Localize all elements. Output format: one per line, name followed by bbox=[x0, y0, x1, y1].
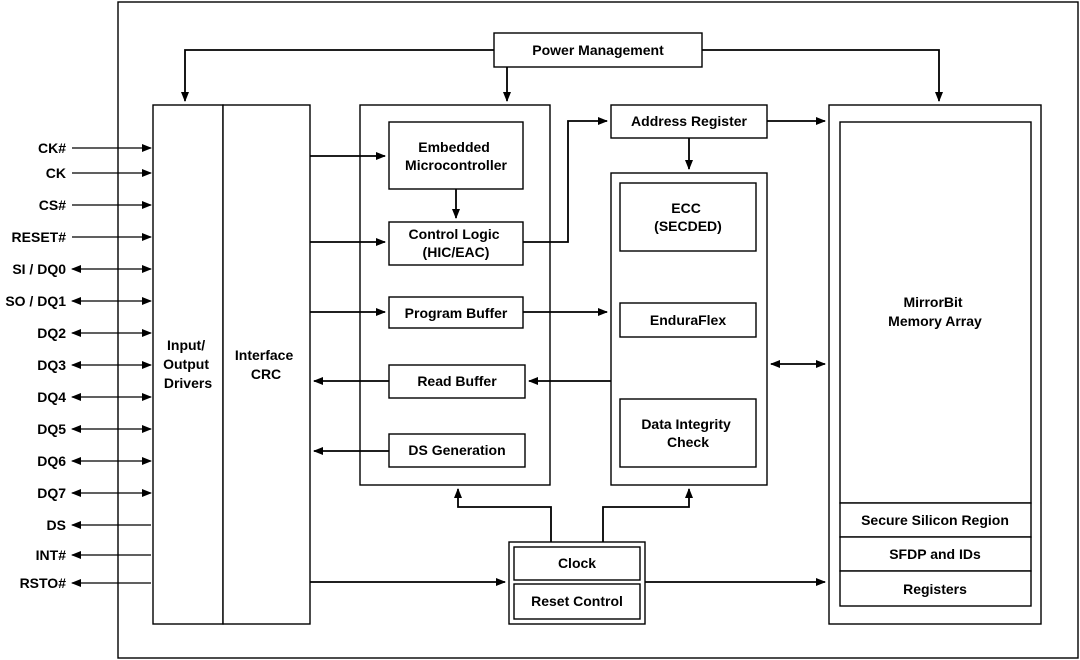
svg-text:MirrorBit Memory Array: MirrorBit Memory Array bbox=[888, 294, 982, 329]
ds-generation-block: DS Generation bbox=[388, 433, 526, 468]
reset-control-label: Reset Control bbox=[531, 593, 623, 609]
registers-label: Registers bbox=[903, 581, 967, 597]
mirrorbit-label-2: Memory Array bbox=[888, 313, 982, 329]
secure-silicon-block: Secure Silicon Region bbox=[839, 502, 1032, 538]
io-drivers-label-3: Drivers bbox=[164, 375, 212, 391]
address-register-block: Address Register bbox=[610, 104, 768, 139]
pin-label: DQ7 bbox=[37, 485, 66, 501]
ecc-block: ECC (SECDED) bbox=[619, 182, 757, 252]
pin-label: RSTO# bbox=[20, 575, 67, 591]
pin-label: DQ6 bbox=[37, 453, 66, 469]
io-drivers-block: Input/ Output Drivers bbox=[152, 104, 224, 625]
control-logic-label-1: Control Logic bbox=[409, 226, 500, 242]
enduraflex-label: EnduraFlex bbox=[650, 312, 726, 328]
read-buffer-block: Read Buffer bbox=[388, 364, 526, 399]
control-logic-block: Control Logic (HIC/EAC) bbox=[388, 221, 524, 266]
sfdp-ids-label: SFDP and IDs bbox=[889, 546, 981, 562]
data-integrity-block: Data Integrity Check bbox=[619, 398, 757, 468]
pin-label: DS bbox=[47, 517, 66, 533]
pins-group: CK# CK CS# RESET# SI / DQ0 SO / DQ1DQ2DQ3DQ4D… bbox=[5, 140, 152, 591]
pin-label: SO / DQ1 bbox=[5, 293, 66, 309]
mirrorbit-array-block: MirrorBit Memory Array bbox=[839, 121, 1032, 504]
pin-label: SI / DQ0 bbox=[12, 261, 66, 277]
clock-block: Clock bbox=[513, 546, 641, 581]
data-integrity-label-2: Check bbox=[667, 434, 709, 450]
interface-crc-label-1: Interface bbox=[235, 347, 294, 363]
ecc-label-1: ECC bbox=[671, 200, 701, 216]
sfdp-ids-block: SFDP and IDs bbox=[839, 536, 1032, 572]
interface-crc-label-2: CRC bbox=[251, 366, 281, 382]
svg-text:Interface CRC: Interface CRC bbox=[235, 347, 297, 382]
interface-crc-block: Interface CRC bbox=[222, 104, 311, 625]
io-drivers-label-2: Output bbox=[163, 356, 209, 372]
control-logic-label-2: (HIC/EAC) bbox=[423, 244, 490, 260]
data-integrity-label-1: Data Integrity bbox=[641, 416, 731, 432]
ds-generation-label: DS Generation bbox=[408, 442, 505, 458]
pin-label: DQ3 bbox=[37, 357, 66, 373]
enduraflex-block: EnduraFlex bbox=[619, 302, 757, 338]
registers-block: Registers bbox=[839, 570, 1032, 607]
ecc-label-2: (SECDED) bbox=[654, 218, 722, 234]
secure-silicon-label: Secure Silicon Region bbox=[861, 512, 1009, 528]
svg-text:Data Integrity Check: Data Integrity Check bbox=[641, 416, 734, 450]
program-buffer-label: Program Buffer bbox=[405, 305, 508, 321]
embedded-mcu-block: Embedded Microcontroller bbox=[388, 121, 524, 190]
power-management-block: Power Management bbox=[493, 32, 703, 68]
pin-label: INT# bbox=[36, 547, 67, 563]
svg-text:Embedded Microcontroller: Embedded Microcontroller bbox=[405, 139, 507, 173]
pin-label: RESET# bbox=[12, 229, 67, 245]
pin-label: DQ5 bbox=[37, 421, 66, 437]
pin-label: DQ2 bbox=[37, 325, 66, 341]
embedded-mcu-label-2: Microcontroller bbox=[405, 157, 507, 173]
pin-label: CK# bbox=[38, 140, 66, 156]
io-drivers-label-1: Input/ bbox=[167, 337, 205, 353]
clock-label: Clock bbox=[558, 555, 596, 571]
read-buffer-label: Read Buffer bbox=[417, 373, 497, 389]
power-arrows bbox=[181, 49, 943, 102]
embedded-mcu-label-1: Embedded bbox=[418, 139, 490, 155]
internal-arrows bbox=[310, 117, 826, 586]
reset-control-block: Reset Control bbox=[513, 583, 641, 620]
pin-label: CS# bbox=[39, 197, 66, 213]
pin-label: CK bbox=[46, 165, 66, 181]
pin-label: DQ4 bbox=[37, 389, 66, 405]
power-management-label: Power Management bbox=[532, 42, 664, 58]
svg-text:Input/ Output Driv: Input/ Output Drivers bbox=[163, 337, 213, 391]
address-register-label: Address Register bbox=[631, 113, 747, 129]
svg-text:ECC (SECDED): ECC (SECDED) bbox=[654, 200, 722, 234]
program-buffer-block: Program Buffer bbox=[388, 296, 524, 329]
mirrorbit-label-1: MirrorBit bbox=[903, 294, 962, 310]
svg-text:Control Logic (HIC/EAC): Control Logic (HIC/EAC) bbox=[409, 226, 504, 260]
